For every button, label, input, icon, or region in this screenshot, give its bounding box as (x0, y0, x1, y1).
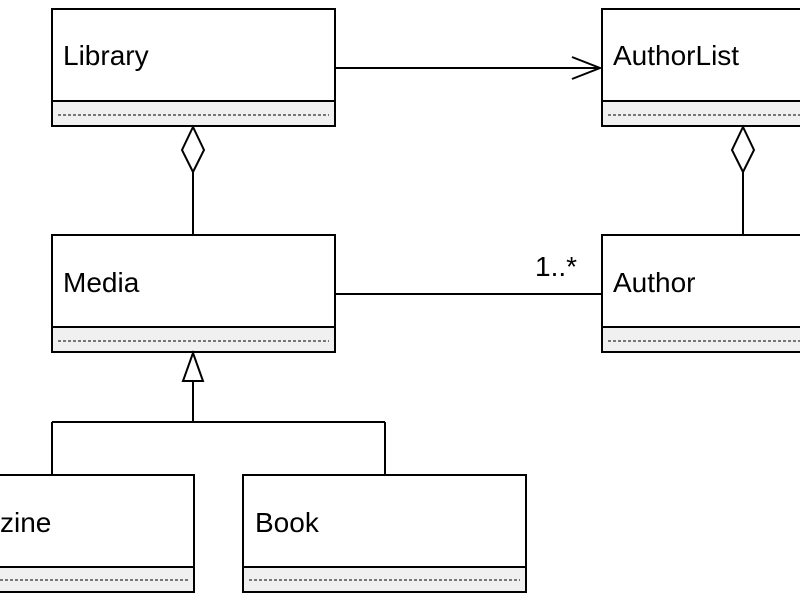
class-media-name: Media (63, 267, 140, 298)
aggregation-authorlist-author (730, 124, 756, 235)
class-book-name: Book (255, 507, 320, 538)
class-book[interactable]: Book (242, 474, 527, 593)
aggregation-library-media (180, 124, 206, 235)
open-arrowhead-icon (571, 56, 603, 80)
aggregation-diamond-icon (730, 124, 756, 175)
association-library-authorlist (335, 56, 603, 80)
class-library-name: Library (63, 40, 149, 71)
class-authorlist-name: AuthorList (613, 40, 739, 71)
generalization-media (51, 350, 386, 475)
class-authorlist[interactable]: AuthorList (601, 8, 800, 127)
class-magazine[interactable]: zine (0, 474, 195, 593)
aggregation-diamond-icon (180, 124, 206, 175)
class-magazine-name: zine (0, 507, 51, 538)
class-library[interactable]: Library (51, 8, 336, 127)
class-author[interactable]: Author (601, 234, 800, 353)
class-author-name: Author (613, 267, 696, 298)
multiplicity-label: 1..* (535, 251, 577, 282)
class-media[interactable]: Media (51, 234, 336, 353)
association-media-author: 1..* (335, 251, 602, 295)
inheritance-triangle-icon (181, 350, 205, 382)
